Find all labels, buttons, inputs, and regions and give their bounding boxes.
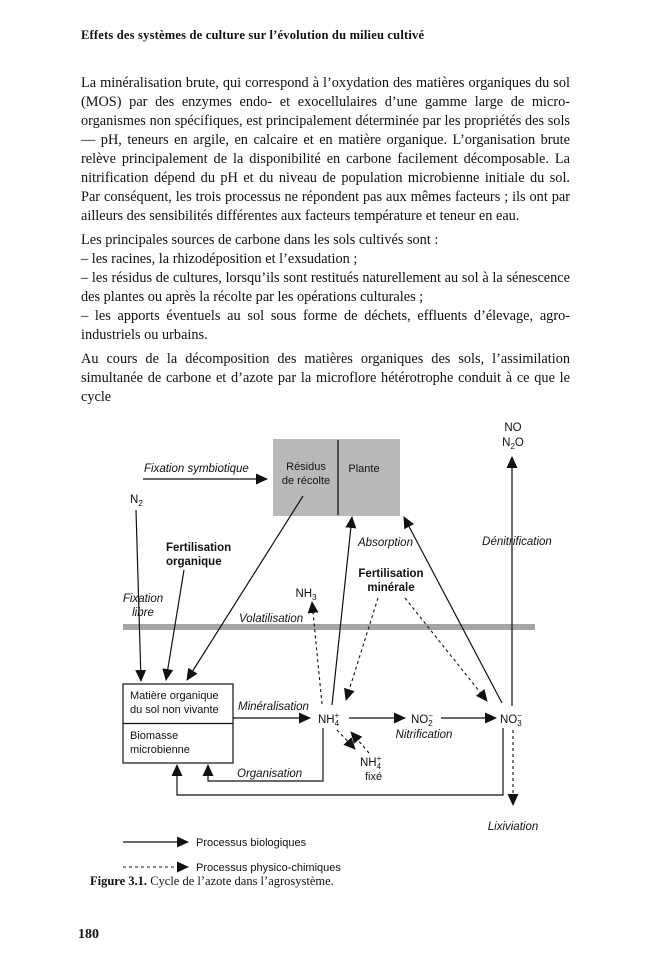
residus-to-soil-arrow bbox=[186, 495, 304, 681]
plante-box-label: Plante bbox=[348, 463, 379, 475]
n2o-label: N2O bbox=[502, 437, 524, 451]
no2-label: NO2− bbox=[411, 711, 433, 728]
organisation-return-no3 bbox=[171, 728, 504, 796]
list-item-apports: – les apports éventuels au sol sous form… bbox=[81, 308, 570, 343]
fixation-symbiotique-label: Fixation symbiotique bbox=[144, 463, 249, 475]
list-item-racines: – les racines, la rhizodéposition et l’e… bbox=[81, 251, 358, 267]
residus-box-label: Résidus bbox=[286, 461, 326, 473]
fertilisation-organique-label-2: organique bbox=[166, 556, 222, 568]
soil-surface-bar bbox=[123, 624, 535, 630]
organisation-label: Organisation bbox=[237, 768, 302, 780]
nh4-fixation-arrow bbox=[336, 729, 356, 750]
fertilisation-minerale-label-2: minérale bbox=[367, 582, 414, 594]
fertilisation-organique-label-1: Fertilisation bbox=[166, 542, 231, 554]
plant-residues-box bbox=[273, 439, 400, 516]
volatilisation-arrow bbox=[307, 601, 323, 705]
lixiviation-label: Lixiviation bbox=[488, 821, 539, 833]
n2-label: N2 bbox=[130, 494, 143, 508]
fixation-libre-arrow bbox=[135, 509, 147, 682]
figure-caption: Figure 3.1. Cycle de l’azote dans l’agro… bbox=[90, 874, 510, 889]
figure-caption-number: Figure 3.1. bbox=[90, 874, 148, 888]
no-label: NO bbox=[504, 422, 521, 434]
page-number: 180 bbox=[78, 927, 99, 942]
organisation-return-nh4 bbox=[202, 728, 324, 782]
nh3-label: NH3 bbox=[295, 588, 317, 602]
fixation-libre-label-1: Fixation bbox=[123, 593, 163, 605]
running-header: Effets des systèmes de culture sur l’évo… bbox=[81, 28, 425, 42]
mos-label-1: Matière organique bbox=[130, 690, 219, 702]
body-text: La minéralisation brute, qui correspond … bbox=[81, 74, 570, 407]
denitrification-label: Dénitrification bbox=[482, 536, 552, 548]
volatilisation-label: Volatilisation bbox=[239, 613, 303, 625]
fixation-libre-label-2: libre bbox=[132, 607, 154, 619]
absorption-nh4-arrow bbox=[331, 516, 357, 706]
fertilisation-organique-arrow bbox=[162, 569, 185, 681]
nh4-fixe-label: NH4+ bbox=[360, 754, 382, 771]
fertilisation-minerale-nh4-arrow bbox=[344, 597, 379, 701]
absorption-no3-arrow bbox=[403, 516, 503, 704]
nitrification-label: Nitrification bbox=[396, 729, 453, 741]
biomasse-label-2: microbienne bbox=[130, 744, 190, 756]
nh4-release-arrow bbox=[350, 731, 370, 754]
no3-label: NO3− bbox=[500, 711, 522, 728]
fertilisation-minerale-no3-arrow bbox=[404, 597, 488, 702]
nh4-fixe-label-2: fixé bbox=[365, 771, 382, 783]
legend-dashed-label: Processus physico-chimiques bbox=[196, 862, 341, 874]
mos-label-2: du sol non vivante bbox=[130, 704, 219, 716]
fertilisation-minerale-label-1: Fertilisation bbox=[358, 568, 423, 580]
residus-box-label-2: de récolte bbox=[282, 475, 330, 487]
biomasse-label-1: Biomasse bbox=[130, 730, 178, 742]
mineralisation-label: Minéralisation bbox=[238, 701, 309, 713]
list-item-residus: – les résidus de cultures, lorsqu’ils so… bbox=[81, 270, 570, 305]
nh4-label: NH4+ bbox=[318, 711, 340, 728]
paragraph-decomposition: Au cours de la décomposition des matière… bbox=[81, 351, 570, 405]
legend-solid-label: Processus biologiques bbox=[196, 837, 307, 849]
absorption-label: Absorption bbox=[357, 537, 413, 549]
figure-caption-text: Cycle de l’azote dans l’agrosystème. bbox=[147, 874, 334, 888]
paragraph-sources-intro: Les principales sources de carbone dans … bbox=[81, 232, 439, 248]
paragraph-mineralisation: La minéralisation brute, qui correspond … bbox=[81, 75, 570, 224]
